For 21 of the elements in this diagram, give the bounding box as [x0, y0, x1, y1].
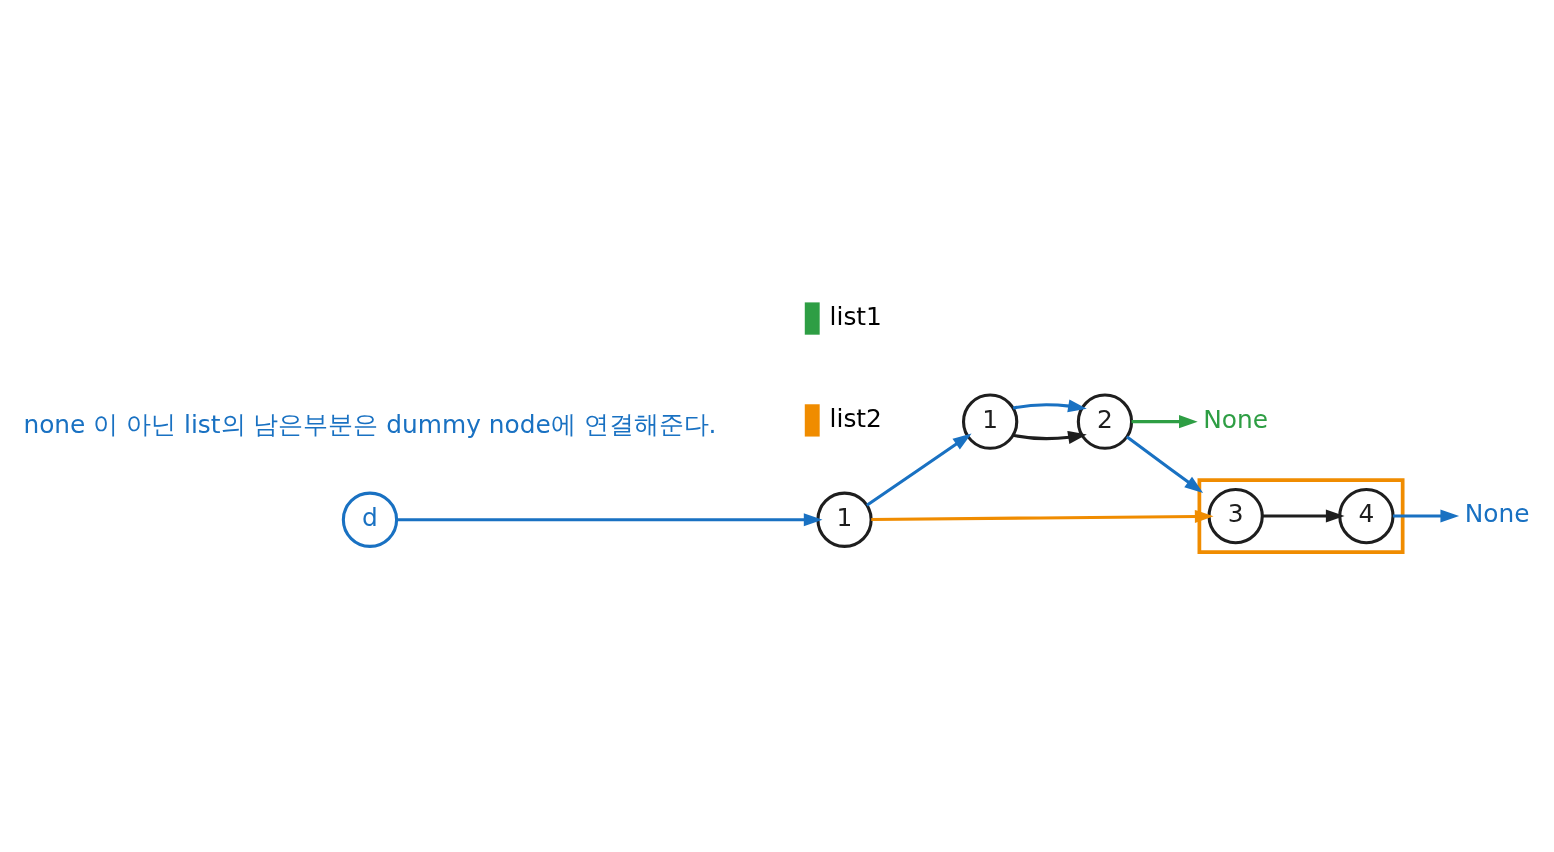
legend-label: list2 — [829, 403, 882, 433]
legend-label: list1 — [829, 301, 882, 331]
arrow — [1262, 509, 1345, 523]
arrow — [1012, 399, 1087, 413]
node-circle: 4 — [1338, 487, 1395, 545]
arrow — [871, 509, 1214, 523]
label: none 이 아닌 list의 남은부분은 dummy node에 연결해준다. — [23, 409, 717, 439]
arrow — [396, 513, 823, 527]
cluster — [1197, 478, 1405, 554]
arrow — [1125, 435, 1204, 494]
node-circle: 1 — [816, 491, 873, 548]
node-circle: 2 — [1076, 393, 1134, 450]
node-text: None — [1464, 499, 1530, 529]
arrow — [1131, 415, 1198, 429]
node-circle: d — [341, 491, 399, 548]
arrow — [1012, 430, 1087, 444]
arrow — [866, 433, 972, 507]
node-circle: 3 — [1207, 487, 1264, 545]
node-circle: 1 — [961, 393, 1019, 450]
node-text: None — [1203, 404, 1269, 434]
arrow — [1392, 509, 1460, 523]
